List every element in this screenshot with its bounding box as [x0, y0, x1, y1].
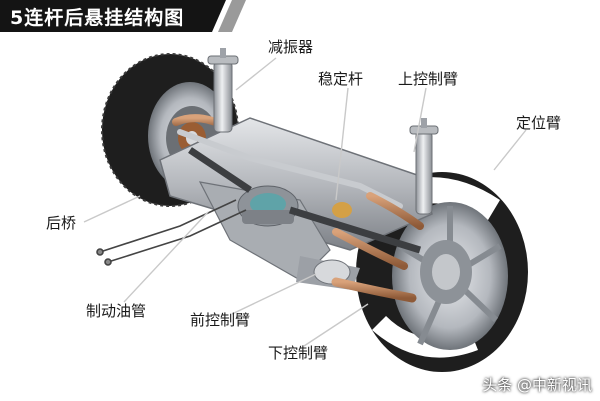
label-upper-control-arm: 上控制臂 [398, 70, 459, 88]
right-wheel [356, 172, 528, 372]
label-shock-absorber: 减振器 [268, 38, 314, 56]
control-arms [172, 114, 424, 303]
label-lower-control-arm: 下控制臂 [268, 344, 329, 362]
page-title: 5连杆后悬挂结构图 [10, 7, 185, 29]
drive-shaft [188, 147, 422, 254]
label-trailing-arm: 定位臂 [516, 114, 562, 132]
brake-lines [96, 199, 247, 266]
label-brake-line: 制动油管 [86, 302, 147, 320]
differential [237, 185, 299, 227]
title-banner [0, 0, 600, 32]
watermark: 头条 @中新视讯 [482, 376, 592, 394]
right-shock-absorber [409, 118, 439, 215]
leader-lines [83, 57, 527, 347]
label-stabilizer-bar: 稳定杆 [318, 70, 364, 88]
label-rear-axle: 后桥 [46, 214, 77, 232]
label-front-control-arm: 前控制臂 [190, 311, 251, 329]
left-shock-absorber [207, 48, 239, 133]
stabilizer-bar [177, 129, 403, 209]
